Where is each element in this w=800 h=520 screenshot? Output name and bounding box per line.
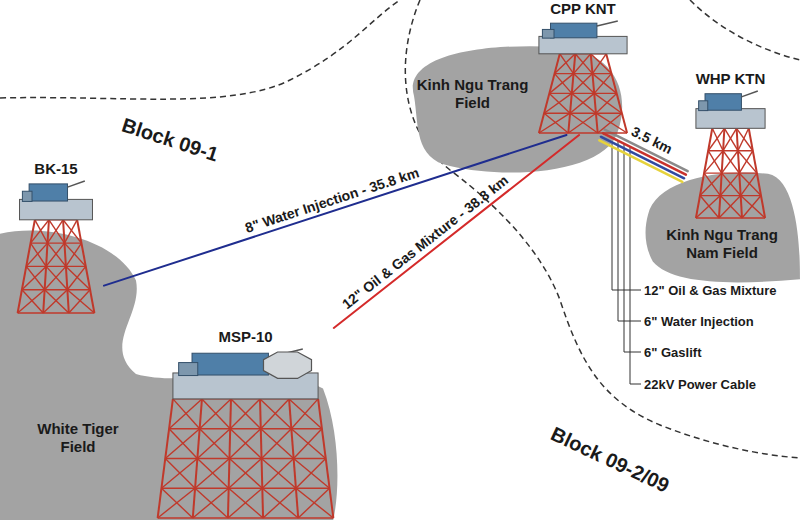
block-label-holder: Block 09-2/09 [547, 423, 673, 498]
jacket-brace [700, 195, 761, 196]
pipeline-label-holder: 8" Water Injection - 35.8 km [243, 163, 422, 236]
deck-module [29, 184, 67, 201]
deck [696, 109, 765, 129]
crane-boom [741, 91, 757, 97]
block-boundary [405, 0, 800, 458]
block-name: Block 09-1 [119, 114, 221, 166]
jacket-brace [696, 217, 765, 218]
jacket-brace [539, 132, 627, 133]
jacket-brace [161, 488, 329, 489]
field-shape [646, 172, 800, 282]
deck-module [22, 191, 32, 201]
jacket-brace [158, 517, 334, 518]
pipeline-label: 3.5 km [628, 123, 674, 157]
helideck [264, 352, 312, 378]
jacket-brace [722, 151, 738, 173]
jacket-brace [737, 128, 753, 150]
jacket-brace [18, 312, 95, 313]
block-boundary [690, 0, 800, 60]
platform-name: BK-15 [8, 160, 104, 178]
jacket-brace [549, 93, 616, 94]
jacket-brace [31, 242, 82, 243]
pipeline-label: 6" Gaslift [644, 345, 701, 360]
field-name: Kinh Ngu Trang Nam Field [652, 226, 792, 262]
deck-module [542, 29, 554, 38]
pipeline-label: 12" Oil & Gas Mixture [644, 283, 777, 298]
platform-name: MSP-10 [150, 328, 341, 346]
jacket-brace [544, 112, 622, 113]
deck-module [179, 363, 198, 376]
field-region: Kinh Ngu Trang Field [390, 40, 630, 180]
pipeline-label-holder: 22kV Power Cable [644, 375, 756, 393]
deck [20, 199, 93, 219]
pipeline-label: 6" Water Injection [644, 314, 754, 329]
platform: BK-15 [8, 160, 104, 315]
pipeline-label-holder: 12" Oil & Gas Mixture [644, 281, 777, 299]
jacket-brace [165, 458, 325, 459]
deck [539, 36, 627, 53]
jacket-brace [26, 266, 86, 267]
platform-drawing [685, 89, 776, 220]
pipeline-label: 22kV Power Cable [644, 377, 756, 392]
platform-drawing [8, 179, 104, 315]
jacket-brace [555, 73, 612, 74]
jacket-brace [723, 151, 739, 173]
jacket-brace [708, 150, 753, 151]
crane-boom [68, 181, 85, 187]
platform-drawing [150, 347, 341, 520]
jacket-brace [723, 128, 736, 150]
crane-boom [597, 21, 618, 26]
pipeline-connector [104, 135, 567, 286]
pipeline-label: 8" Water Injection - 35.8 km [243, 164, 421, 236]
field-shape [413, 46, 622, 172]
platform: WHP KTN [685, 70, 776, 220]
jacket-brace [724, 128, 737, 150]
jacket-brace [738, 128, 749, 150]
deck-module [705, 94, 741, 111]
jacket-brace [22, 289, 90, 290]
platform-name: WHP KTN [685, 70, 776, 88]
leader-line [624, 144, 641, 352]
leader-line [612, 138, 641, 290]
jacket-brace [708, 128, 724, 150]
deck-module [699, 101, 708, 111]
block-label-holder: Block 09-1 [119, 114, 221, 167]
platform-drawing [525, 19, 641, 135]
leader-line [630, 147, 641, 384]
deck-module [551, 23, 597, 38]
jacket-brace [738, 151, 757, 173]
block-name: Block 09-2/09 [548, 423, 673, 497]
platform: CPP KNT [525, 0, 641, 135]
field-name: Kinh Ngu Trang Field [415, 76, 530, 112]
platform: MSP-10 [150, 328, 341, 520]
jacket-brace [169, 428, 322, 429]
field-name: White Tiger Field [28, 420, 128, 456]
block-boundary [0, 0, 400, 99]
platform-name: CPP KNT [525, 0, 641, 18]
field-shape [0, 231, 337, 520]
pipeline-label-holder: 6" Water Injection [644, 312, 754, 330]
pipeline-label-holder: 6" Gaslift [644, 343, 701, 361]
pipeline [104, 135, 567, 286]
jacket-brace [704, 151, 723, 173]
jacket-brace [739, 151, 752, 173]
deck-module [192, 353, 268, 375]
jacket-brace [704, 172, 757, 173]
field-outline [390, 40, 630, 180]
